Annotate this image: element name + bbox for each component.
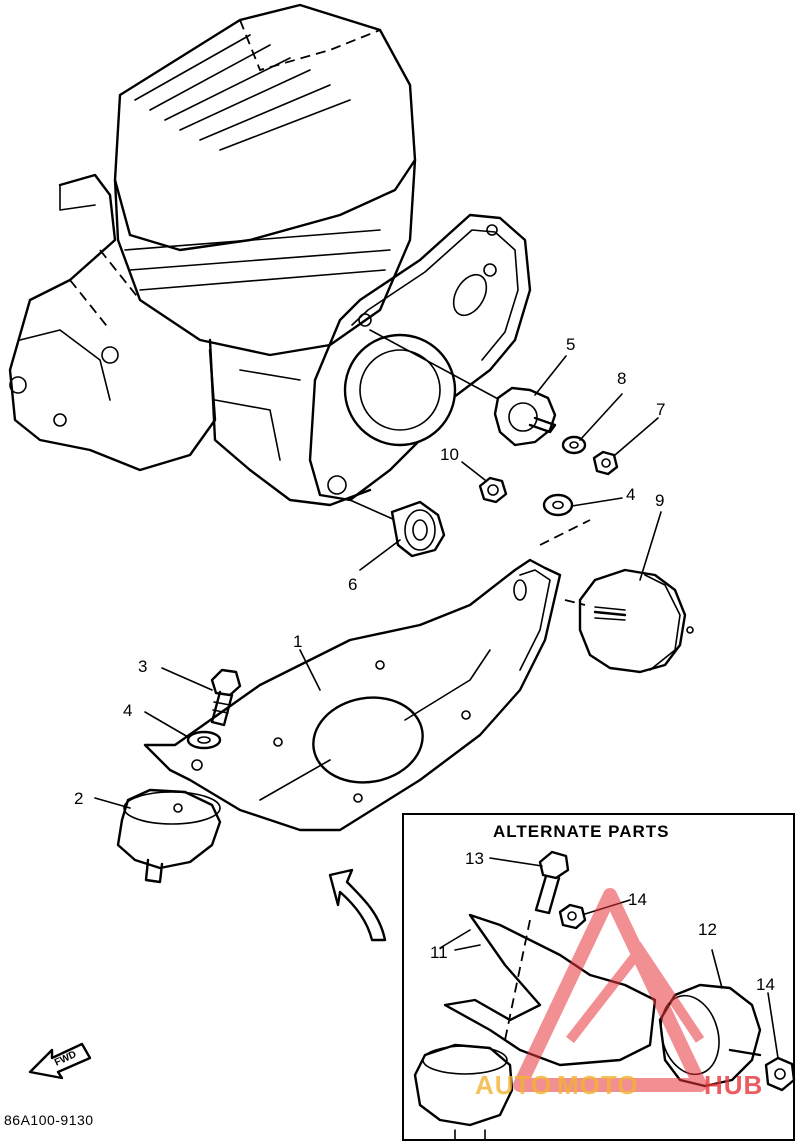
callout-4-upper: 4: [626, 485, 635, 504]
watermark-text: AUTO MOTO HUB: [475, 1070, 763, 1100]
engine-block: [8, 3, 532, 507]
callout-11: 11: [430, 943, 448, 962]
watermark-auto: AUTO: [475, 1070, 552, 1100]
callout-6: 6: [348, 575, 357, 594]
callout-8: 8: [617, 369, 626, 388]
watermark-logo: [513, 888, 707, 1092]
part-9-mount: [539, 519, 694, 674]
callout-14-upper: 14: [628, 890, 647, 909]
direction-arrow: [328, 868, 387, 942]
callout-9: 9: [655, 491, 664, 510]
part-4-washer-lower: [186, 730, 222, 750]
watermark-hub: HUB: [704, 1070, 763, 1100]
callout-3: 3: [138, 657, 147, 676]
callout-14-lower: 14: [756, 975, 775, 994]
watermark-moto: MOTO: [557, 1070, 639, 1100]
callout-1: 1: [293, 632, 302, 651]
part-10-nut: [478, 476, 508, 504]
inset-title: ALTERNATE PARTS: [493, 822, 670, 841]
callout-5: 5: [566, 335, 575, 354]
part-5-sprocket: [369, 329, 557, 447]
part-8-washer: [561, 435, 587, 455]
diagram-code: 86A100-9130: [4, 1112, 94, 1128]
part-2-mount: [116, 788, 222, 884]
callout-10: 10: [440, 445, 459, 464]
part-7-nut: [592, 450, 619, 476]
part-6-bushing: [349, 499, 446, 558]
leader-lines: [94, 355, 662, 809]
alternate-parts-inset: ALTERNATE PARTS 13 14 12 11 14: [402, 813, 796, 1141]
part-3-bolt: [210, 668, 242, 727]
fwd-indicator: FWD: [28, 1042, 92, 1080]
callouts: 1 2 3 4 4 5 6 7 8 9 10: [74, 335, 665, 808]
callout-12: 12: [698, 920, 717, 939]
part-4-washer-upper: [542, 493, 574, 517]
part-1-bracket: [143, 558, 562, 832]
callout-13: 13: [465, 849, 484, 868]
callout-7: 7: [656, 400, 665, 419]
callout-2: 2: [74, 789, 83, 808]
callout-4-lower: 4: [123, 701, 132, 720]
